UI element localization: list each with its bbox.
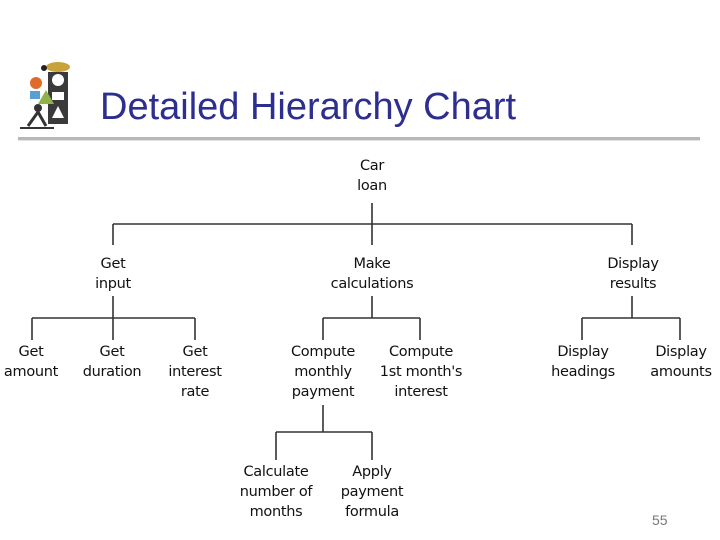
node-calculate-number-of-months: Calculate number of months xyxy=(221,462,331,522)
node-get-interest-rate-line1: Get xyxy=(182,344,208,360)
node-car-loan-line1: Car xyxy=(359,158,385,174)
node-get-interest-rate: Get interest rate xyxy=(140,342,250,402)
node-compute-first-month-interest-line3: interest xyxy=(394,384,448,400)
node-car-loan: Car loan xyxy=(317,156,427,196)
title-rule xyxy=(18,137,700,140)
node-apply-payment-formula-line3: formula xyxy=(345,504,399,520)
node-make-calculations: Make calculations xyxy=(317,254,427,294)
node-calculate-number-of-months-line1: Calculate xyxy=(243,464,309,480)
node-make-calculations-line2: calculations xyxy=(330,276,414,292)
node-display-amounts: Display amounts xyxy=(626,342,720,382)
node-compute-monthly-payment-line2: monthly xyxy=(294,364,352,380)
node-compute-monthly-payment-line3: payment xyxy=(291,384,355,400)
node-display-results-line1: Display xyxy=(607,256,659,272)
node-display-headings-line2: headings xyxy=(551,364,615,380)
node-compute-first-month-interest: Compute 1st month's interest xyxy=(366,342,476,402)
node-apply-payment-formula: Apply payment formula xyxy=(317,462,427,522)
node-get-input-line1: Get xyxy=(100,256,126,272)
node-get-duration: Get duration xyxy=(57,342,167,382)
node-display-results: Display results xyxy=(578,254,688,294)
node-display-results-line2: results xyxy=(609,276,657,292)
node-compute-monthly-payment-line1: Compute xyxy=(290,344,356,360)
node-car-loan-line2: loan xyxy=(357,178,387,194)
slide-title: Detailed Hierarchy Chart xyxy=(100,86,517,128)
node-make-calculations-line1: Make xyxy=(353,256,391,272)
node-compute-monthly-payment: Compute monthly payment xyxy=(268,342,378,402)
node-display-amounts-line1: Display xyxy=(655,344,707,360)
node-get-duration-line2: duration xyxy=(82,364,142,380)
node-display-headings: Display headings xyxy=(528,342,638,382)
node-get-amount-line1: Get xyxy=(18,344,44,360)
node-get-amount-line2: amount xyxy=(3,364,59,380)
node-calculate-number-of-months-line3: months xyxy=(249,504,303,520)
node-calculate-number-of-months-line2: number of xyxy=(239,484,313,500)
node-get-duration-line1: Get xyxy=(99,344,125,360)
node-get-input-line2: input xyxy=(95,276,131,292)
node-compute-first-month-interest-line1: Compute xyxy=(388,344,454,360)
node-compute-first-month-interest-line2: 1st month's xyxy=(379,364,463,380)
node-display-amounts-line2: amounts xyxy=(650,364,712,380)
node-display-headings-line1: Display xyxy=(557,344,609,360)
node-get-interest-rate-line2: interest xyxy=(168,364,222,380)
node-apply-payment-formula-line2: payment xyxy=(340,484,404,500)
node-get-amount: Get amount xyxy=(0,342,86,382)
page-number: 55 xyxy=(652,512,668,528)
shapes-figure-logo-icon xyxy=(20,62,70,129)
node-get-input: Get input xyxy=(58,254,168,294)
node-get-interest-rate-line3: rate xyxy=(180,384,210,400)
node-apply-payment-formula-line1: Apply xyxy=(352,464,392,480)
title-rule-shadow xyxy=(18,140,700,141)
